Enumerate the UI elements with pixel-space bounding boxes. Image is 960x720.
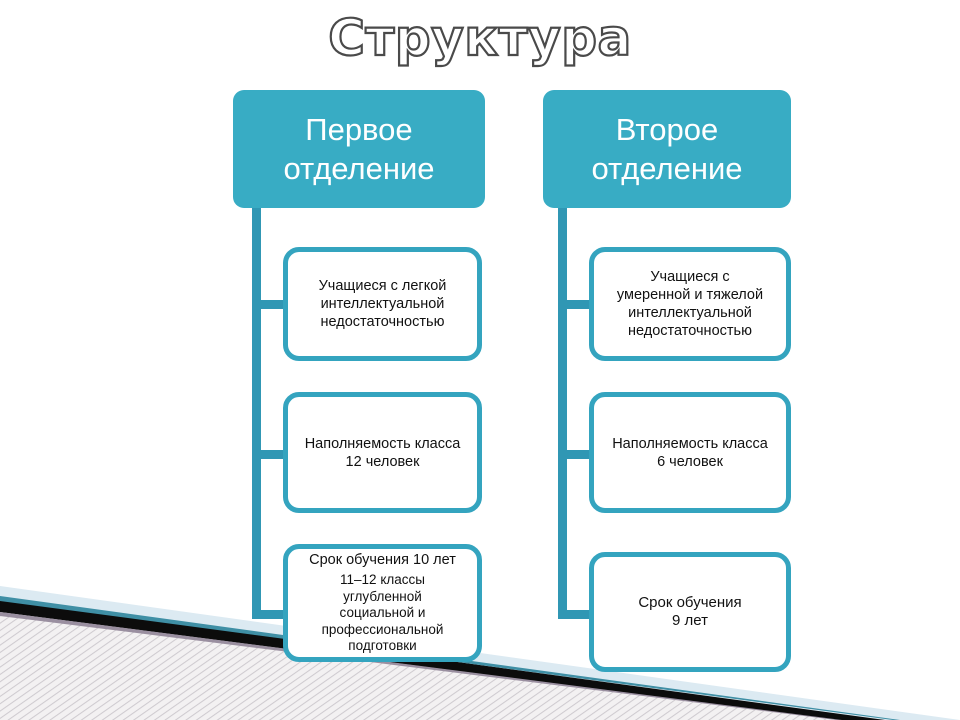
connector-branch-col2-item3 — [558, 610, 594, 619]
header-box-col1[interactable]: Первое отделение — [233, 90, 485, 208]
item-box-col2-2-main: Наполняемость класса 6 человек — [612, 435, 768, 470]
page-title: Структура — [0, 8, 960, 68]
item-box-col1-2-main: Наполняемость класса 12 человек — [304, 435, 461, 470]
item-box-col2-3-main: Срок обучения 9 лет — [638, 593, 742, 630]
item-box-col1-3[interactable]: Срок обучения 10 лет 11–12 классы углубл… — [283, 544, 482, 662]
header-box-col1-label: Первое отделение — [283, 112, 435, 186]
header-box-col2-label: Второе отделение — [591, 112, 743, 186]
item-box-col2-1[interactable]: Учащиеся с умеренной и тяжелой интеллект… — [589, 247, 791, 361]
connector-branch-col1-item3 — [252, 610, 288, 619]
item-box-col1-1-main: Учащиеся с легкой интеллектуальной недос… — [318, 278, 447, 330]
connector-branch-col2-item2 — [558, 450, 594, 459]
connector-trunk-col2 — [558, 207, 567, 619]
page-title-text: Структура — [327, 8, 632, 68]
item-box-col1-1[interactable]: Учащиеся с легкой интеллектуальной недос… — [283, 247, 482, 361]
item-box-col1-2[interactable]: Наполняемость класса 12 человек — [283, 392, 482, 513]
item-box-col1-3-sub: 11–12 классы углубленной социальной и пр… — [321, 572, 444, 654]
header-box-col2[interactable]: Второе отделение — [543, 90, 791, 208]
connector-branch-col2-item1 — [558, 300, 594, 309]
item-box-col2-3[interactable]: Срок обучения 9 лет — [589, 552, 791, 672]
item-box-col2-2[interactable]: Наполняемость класса 6 человек — [589, 392, 791, 513]
connector-branch-col1-item1 — [252, 300, 288, 309]
connector-branch-col1-item2 — [252, 450, 288, 459]
connector-trunk-col1 — [252, 207, 261, 619]
item-box-col1-3-main: Срок обучения 10 лет — [309, 552, 456, 569]
item-box-col2-1-main: Учащиеся с умеренной и тяжелой интеллект… — [616, 269, 764, 339]
